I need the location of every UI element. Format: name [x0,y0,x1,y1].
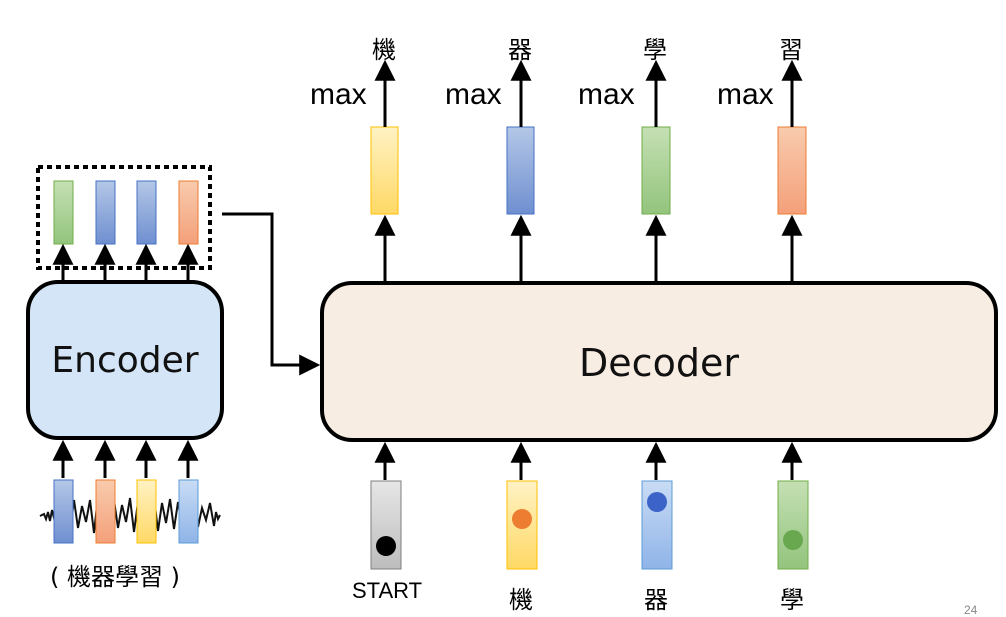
token-dot [783,530,803,550]
decoder-box [320,281,998,442]
encoder-output-vector [178,180,199,245]
max-label: max [717,78,774,111]
encoder-input-vector [53,479,74,544]
output-char: 習 [779,37,803,64]
decoder-input-label: 機 [509,587,533,614]
encoder-input-caption: ( 機器學習 ) [50,563,180,591]
encoder-output-frame [36,165,212,270]
encoder-input-vector [95,479,116,544]
max-label: max [445,78,502,111]
token-dot [647,492,667,512]
encoder-to-decoder-arrow [222,212,321,376]
decoder-input-label: 器 [644,587,668,614]
decoder-input-vector [777,480,809,570]
encoder-input-vector [178,479,199,544]
encoder-box [26,280,224,440]
decoder-input-label: START [352,578,423,603]
encoder-output-vector [95,180,116,245]
decoder-output-vector [641,126,671,215]
page-number: 24 [964,603,978,617]
decoder-input-label: 學 [780,587,804,614]
encoder-output-vector [136,180,157,245]
encoder-output-vector [53,180,74,245]
output-char: 機 [372,37,396,64]
start-token-dot [376,536,396,556]
output-char: 器 [508,37,532,64]
decoder-output-vector [777,126,807,215]
decoder-label: Decoder [579,341,739,385]
decoder-output-vector [370,126,399,215]
max-label: max [578,78,635,111]
max-label: max [310,78,367,111]
token-dot [512,509,532,529]
encoder-label: Encoder [51,340,199,381]
output-char: 學 [643,37,667,64]
decoder-output-vector [506,126,535,215]
encoder-input-vector [136,479,157,544]
